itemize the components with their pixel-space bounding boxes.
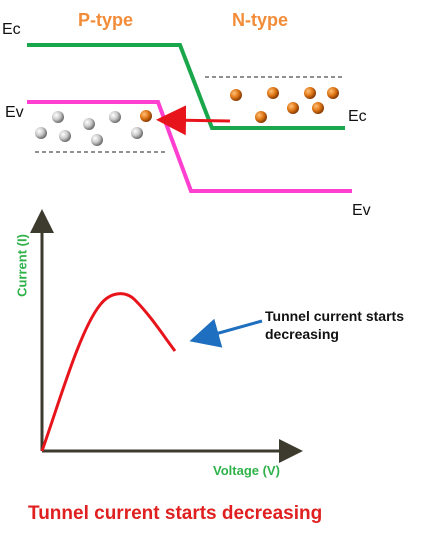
conduction-band-line [27,43,345,130]
ec-label-right: Ec [348,108,367,125]
hole [83,118,95,130]
tunneled-electron [140,110,152,122]
hole [59,130,71,142]
hole [52,111,64,123]
ev-label-right: Ev [352,202,371,219]
ev-label-left: Ev [5,104,24,121]
electron [312,102,324,114]
electron [287,102,299,114]
hole [109,111,121,123]
electron [230,89,242,101]
hole [131,127,143,139]
caption: Tunnel current starts decreasing [28,503,323,524]
ec-label-left: Ec [2,21,21,38]
tunneling-arrow [156,105,231,136]
electron [267,87,279,99]
holes-group [35,111,143,146]
electron [255,111,267,123]
p-type-label: P-type [78,10,134,30]
n-type-label: N-type [232,10,289,30]
valence-band-line [27,100,352,193]
annotation-arrow [189,318,263,348]
y-axis-label: Current (I) [14,234,30,297]
x-axis-label: Voltage (V) [213,463,280,478]
iv-curve [40,292,177,452]
annotation-text: Tunnel current starts decreasing [265,308,404,342]
hole [91,134,103,146]
hole [35,127,47,139]
electron [304,87,316,99]
electron [327,87,339,99]
electrons-group [230,87,339,123]
